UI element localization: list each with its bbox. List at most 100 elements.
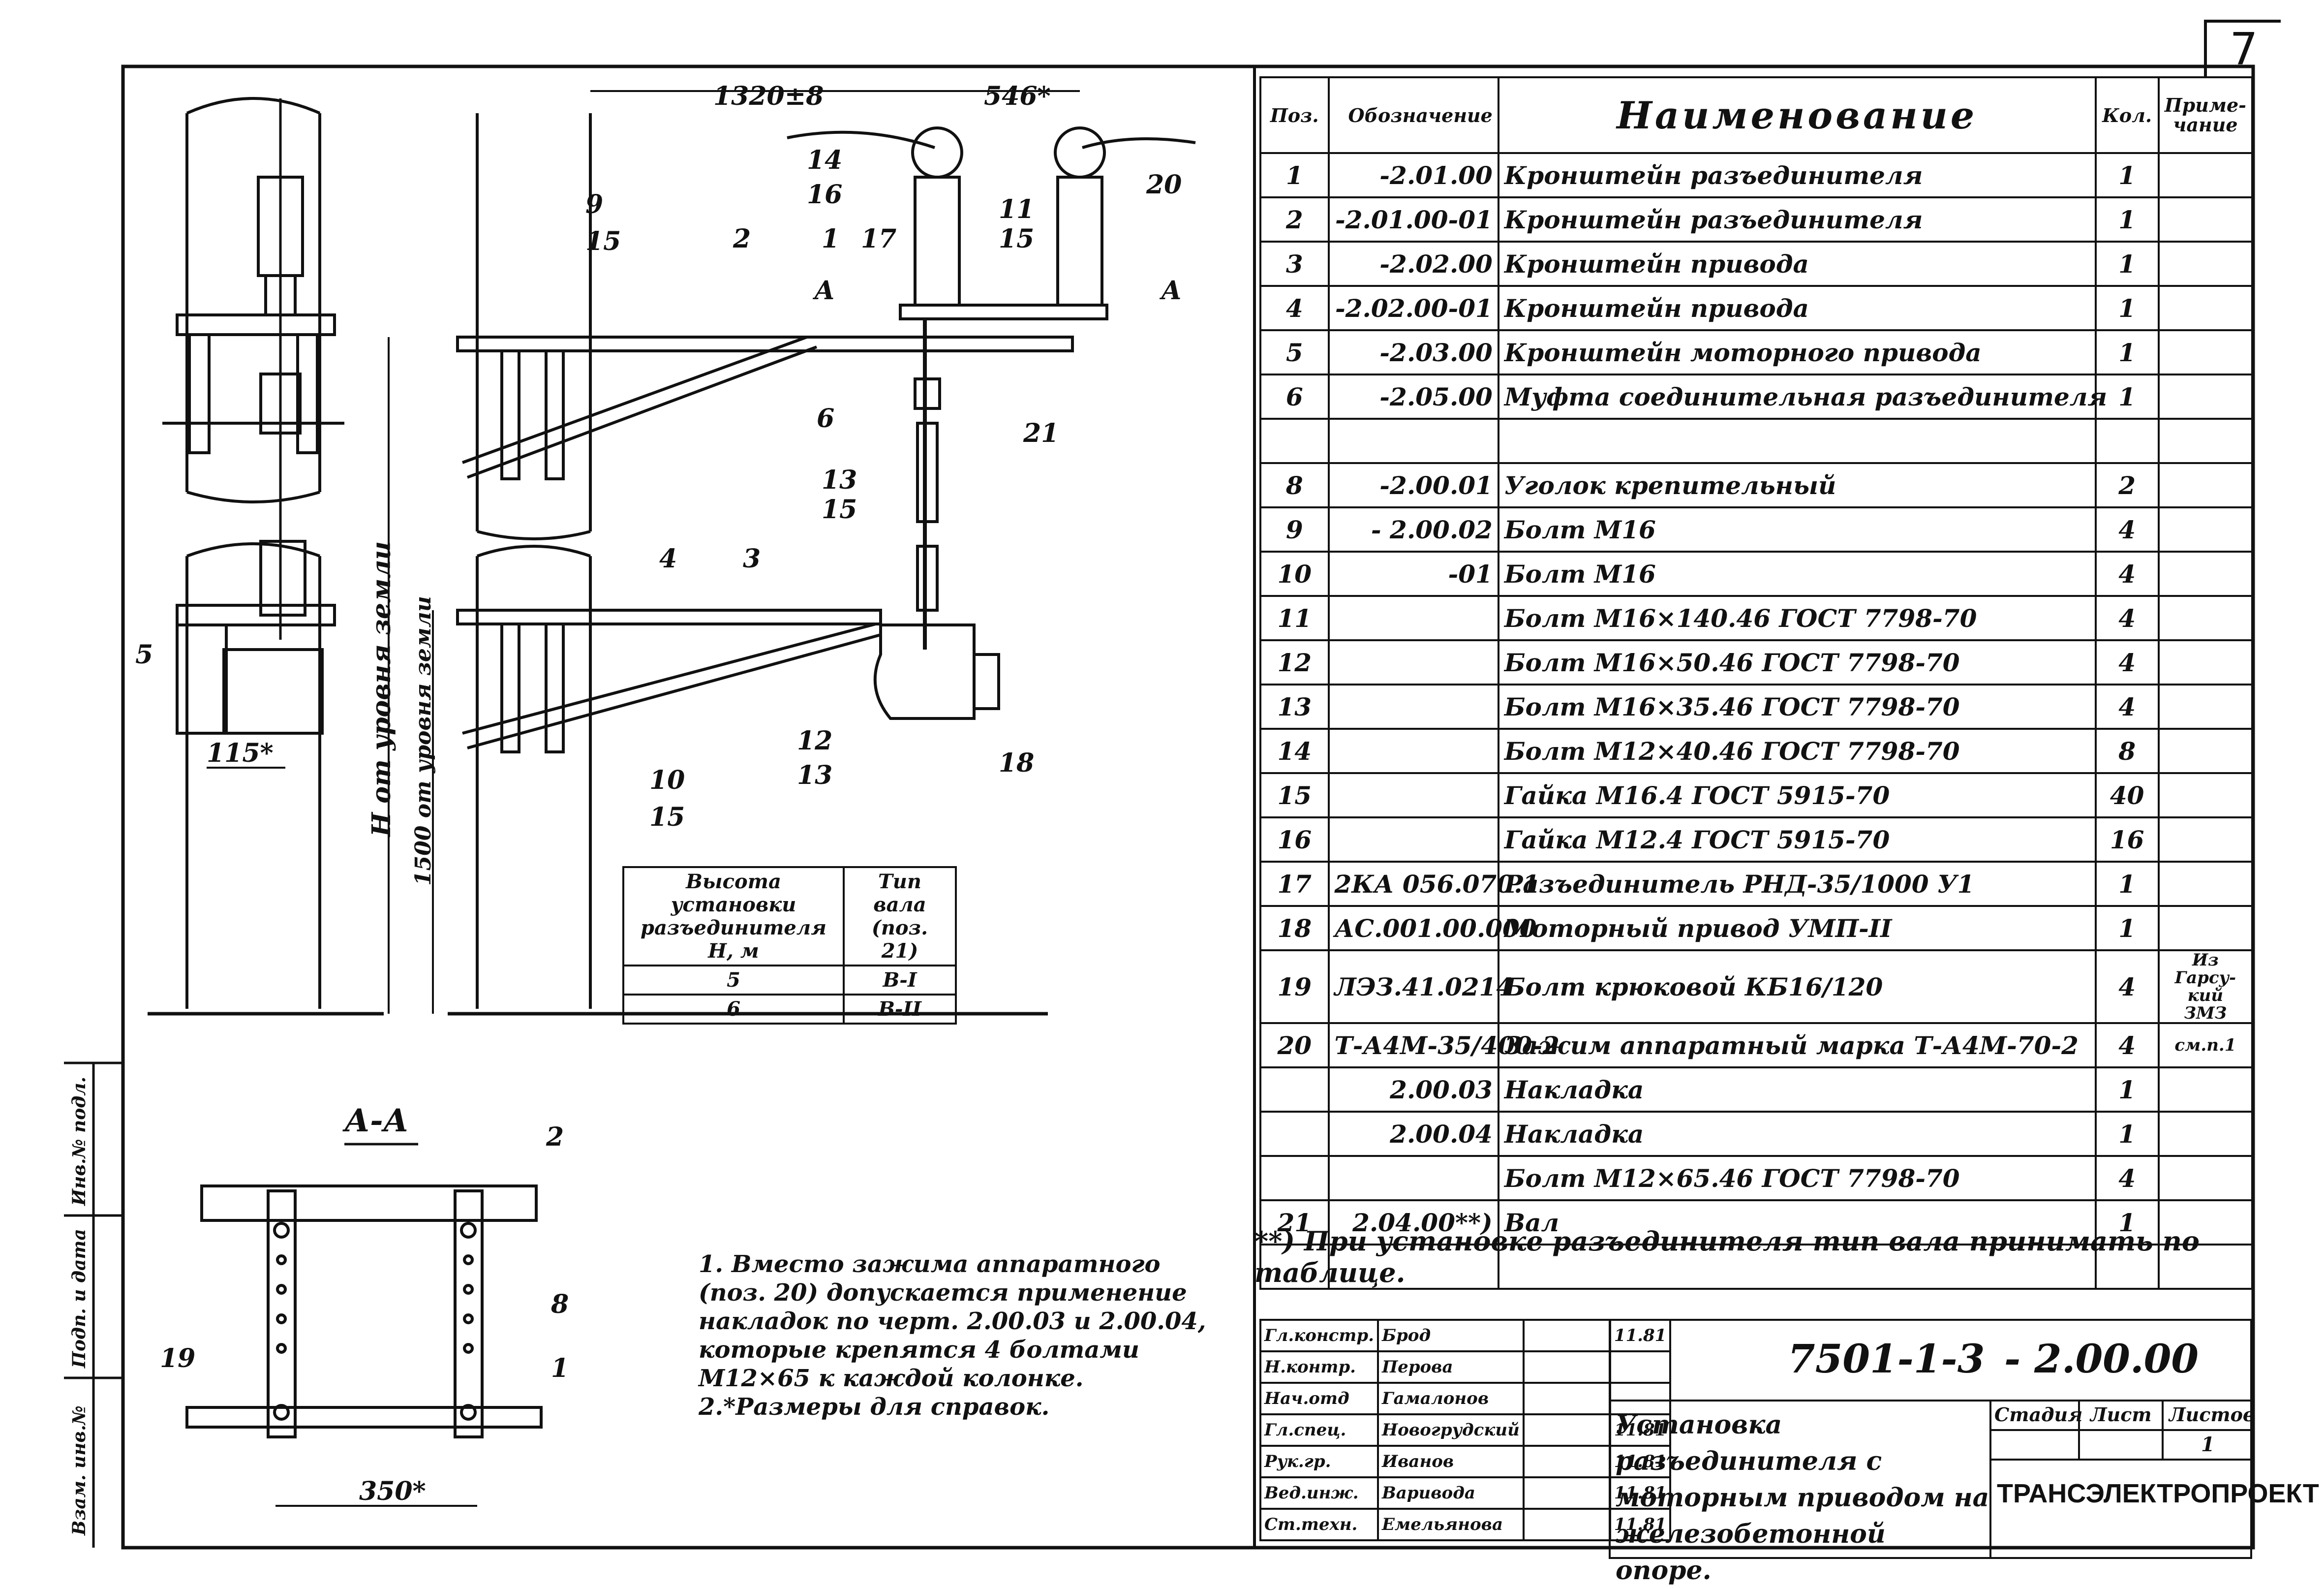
doc-number: - 2.00.00 (2004, 1336, 2199, 1382)
signature-sign (1522, 1350, 1611, 1384)
spec-cell-des: -2.01.00 (1327, 152, 1499, 198)
spec-cell-pos: 2 (1259, 196, 1330, 243)
spec-cell-qty: 4 (2094, 506, 2160, 553)
spec-cell-name: Муфта соединительная разъединителя (1497, 374, 2107, 420)
callout-1b: 1 (551, 1353, 569, 1383)
callout-2: 2 (733, 224, 751, 254)
strip-sign: Подп. и дата (69, 1229, 90, 1368)
spec-cell-qty: 1 (2094, 285, 2160, 331)
spec-cell-des: 2.04.00**) (1327, 1199, 1499, 1246)
signature-date: 11.81 (1609, 1508, 1672, 1541)
spec-cell-name: Болт М12×40.46 ГОСТ 7798-70 (1497, 728, 2097, 774)
spec-cell-qty: 4 (2094, 595, 2160, 641)
spec-cell-pos: 5 (1259, 329, 1330, 375)
spec-cell-note (2157, 861, 2254, 907)
spec-cell-note (2157, 639, 2254, 685)
spec-cell-qty: 40 (2094, 772, 2160, 818)
spec-cell-des (1327, 816, 1499, 863)
signature-date: 11.81 (1609, 1319, 1672, 1352)
dim-350: 350* (359, 1476, 426, 1506)
spec-cell-qty: 1 (2094, 152, 2160, 198)
spec-cell-pos: 12 (1259, 639, 1330, 685)
spec-cell-qty: 4 (2094, 551, 2160, 597)
page-number: 7 (2204, 20, 2281, 77)
dim-115: 115* (207, 738, 274, 768)
spec-cell-des: АС.001.00.000 (1327, 905, 1537, 951)
note-2: 2.*Размеры для справок. (699, 1393, 1050, 1421)
spec-cell-note (2157, 816, 2254, 863)
spec-cell-pos (1259, 1111, 1330, 1157)
spec-cell-des: 2.00.03 (1327, 1066, 1499, 1113)
spec-cell-name: Болт М16×50.46 ГОСТ 7798-70 (1497, 639, 2097, 685)
spec-cell-note (2157, 905, 2254, 951)
signature-date: 11.81 (1609, 1445, 1672, 1478)
spec-cell-name: Гайка М16.4 ГОСТ 5915-70 (1497, 772, 2097, 818)
section-mark-right: А (1161, 276, 1182, 306)
spec-row (1259, 418, 2254, 464)
spec-cell-qty: 1 (2094, 1111, 2160, 1157)
signature-name: Гамалонов (1376, 1382, 1525, 1415)
spec-cell-name (1497, 418, 2097, 464)
spec-cell-note (2157, 152, 2254, 198)
spec-cell-des (1327, 1155, 1499, 1201)
spec-cell-pos: 19 (1259, 949, 1330, 1024)
title-block: 7501-1-3 - 2.00.00 Установка разъедините… (1609, 1319, 2319, 1586)
signature-role: Нач.отд (1259, 1382, 1379, 1415)
callout-8: 8 (551, 1289, 569, 1319)
spec-cell-qty: 1 (2094, 1199, 2160, 1246)
callout-19: 19 (160, 1343, 196, 1373)
signature-row: Н.контр.Перова (1259, 1350, 1672, 1384)
spec-cell-note (2157, 329, 2254, 375)
spec-cell-qty: 1 (2094, 861, 2160, 907)
shaft-table-header-height: Высота установки разъединителя H, м (622, 866, 845, 966)
spec-cell-name: Болт М16 (1497, 506, 2097, 553)
section-title: А-А (344, 1102, 409, 1139)
callout-14: 14 (807, 145, 843, 175)
spec-cell-note (2157, 241, 2254, 287)
dim-1320: 1320±8 (713, 81, 824, 111)
spec-cell-name: Накладка (1497, 1111, 2097, 1157)
signature-date: 11.81 (1609, 1476, 1672, 1510)
strip-replace: Взам. инв.№ (69, 1405, 90, 1535)
spec-cell-pos: 10 (1259, 551, 1330, 597)
spec-cell-des: - 2.00.02 (1327, 506, 1499, 553)
spec-cell-pos: 21 (1259, 1199, 1330, 1246)
spec-header-qty: Кол. (2094, 76, 2160, 154)
note-1: 1. Вместо зажима аппаратного (поз. 20) д… (699, 1250, 1206, 1392)
spec-header-designation: Обозначение (1327, 76, 1499, 154)
spec-cell-qty: 1 (2094, 374, 2160, 420)
spec-cell-name: Уголок крепительный (1497, 462, 2097, 508)
spec-cell-note: см.п.1 (2157, 1022, 2254, 1068)
spec-cell-note (2157, 196, 2254, 243)
signature-role: Вед.инж. (1259, 1476, 1379, 1510)
spec-cell-name: Накладка (1497, 1066, 2097, 1113)
spec-cell-qty: 4 (2094, 949, 2160, 1024)
spec-cell-des (1327, 684, 1499, 730)
spec-cell-note (2157, 374, 2254, 420)
spec-cell-des (1327, 1244, 1499, 1290)
spec-cell-note (2157, 1066, 2254, 1113)
organization: ТРАНСЭЛЕКТРОПРОЕКТ (1997, 1479, 2319, 1508)
callout-5: 5 (135, 640, 153, 670)
spec-header-pos: Поз. (1259, 76, 1330, 154)
spec-cell-des (1327, 418, 1499, 464)
